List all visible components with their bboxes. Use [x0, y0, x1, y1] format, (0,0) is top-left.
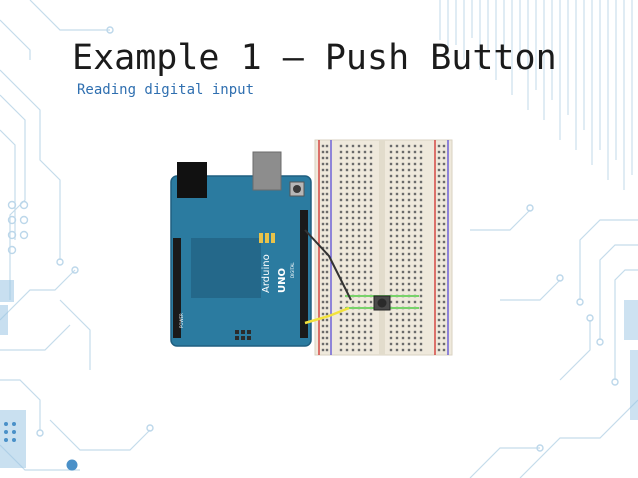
- board-trace-area: [191, 238, 261, 298]
- circuit-nodes-left: [7, 26, 154, 437]
- board-model-group: UNO: [277, 268, 288, 293]
- circuit-stripes-top-right: [439, 0, 633, 190]
- board-name: Arduino: [261, 254, 272, 293]
- led-tx: [265, 233, 269, 243]
- reset-button-cap: [293, 185, 301, 193]
- power-label: POWER: [179, 313, 184, 328]
- led-rx: [271, 233, 275, 243]
- circuit-traces-left: [0, 0, 151, 471]
- circuit-traces-right: [469, 209, 638, 478]
- power-analog-header: [173, 238, 181, 338]
- power-label-group: POWER: [179, 313, 184, 328]
- slide-title: Example 1 – Push Button: [72, 38, 557, 78]
- power-jack: [177, 162, 207, 198]
- digital-label-group: DIGITAL: [290, 262, 295, 278]
- circuit-dots-bottom-left: [4, 422, 78, 471]
- usb-connector: [252, 151, 282, 191]
- circuit-blocks-right: [624, 300, 638, 420]
- arduino-board: Arduino UNO POWER DIGITAL: [170, 151, 312, 347]
- digital-label: DIGITAL: [290, 262, 295, 278]
- breadboard: [314, 139, 453, 356]
- push-button-component: [373, 295, 391, 311]
- board-model: UNO: [277, 268, 288, 293]
- circuit-nodes-right: [526, 204, 619, 452]
- wire-black: [304, 229, 352, 301]
- icsp-header: [235, 330, 251, 340]
- circuit-diagram: Arduino UNO POWER DIGITAL: [169, 138, 454, 358]
- wire-yellow: [304, 306, 350, 325]
- slide-subtitle: Reading digital input: [77, 82, 255, 98]
- board-logo-group: Arduino: [261, 254, 272, 293]
- digital-header: [300, 210, 308, 338]
- led-l: [259, 233, 263, 243]
